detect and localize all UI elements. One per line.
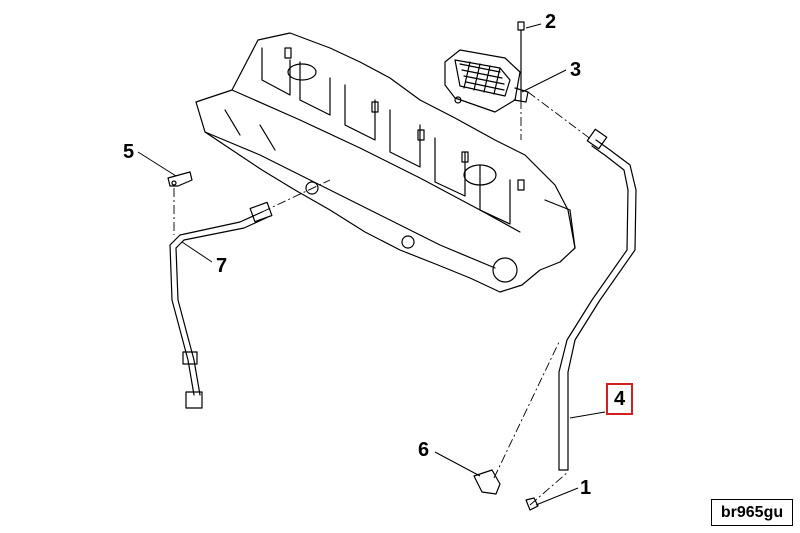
callout-7: 7 bbox=[216, 255, 228, 277]
callout-2: 2 bbox=[545, 11, 557, 33]
clip-item-6 bbox=[473, 469, 501, 495]
hose-item-4 bbox=[558, 128, 637, 471]
callout-4-highlighted: 4 bbox=[606, 383, 633, 415]
assembly-centerlines bbox=[173, 91, 593, 506]
fitting-item-1 bbox=[525, 497, 539, 511]
tube-item-7 bbox=[169, 201, 273, 409]
callout-3: 3 bbox=[570, 59, 582, 81]
cylinder-head-assembly bbox=[195, 32, 576, 293]
callout-1: 1 bbox=[580, 477, 592, 499]
bracket-item-5 bbox=[167, 171, 193, 187]
callout-6: 6 bbox=[418, 439, 430, 461]
control-module bbox=[444, 49, 529, 113]
leader-lines bbox=[137, 23, 606, 506]
drawing-reference-code: br965gu bbox=[711, 499, 793, 526]
callout-5: 5 bbox=[123, 141, 135, 163]
bolt-item-2 bbox=[517, 21, 525, 101]
